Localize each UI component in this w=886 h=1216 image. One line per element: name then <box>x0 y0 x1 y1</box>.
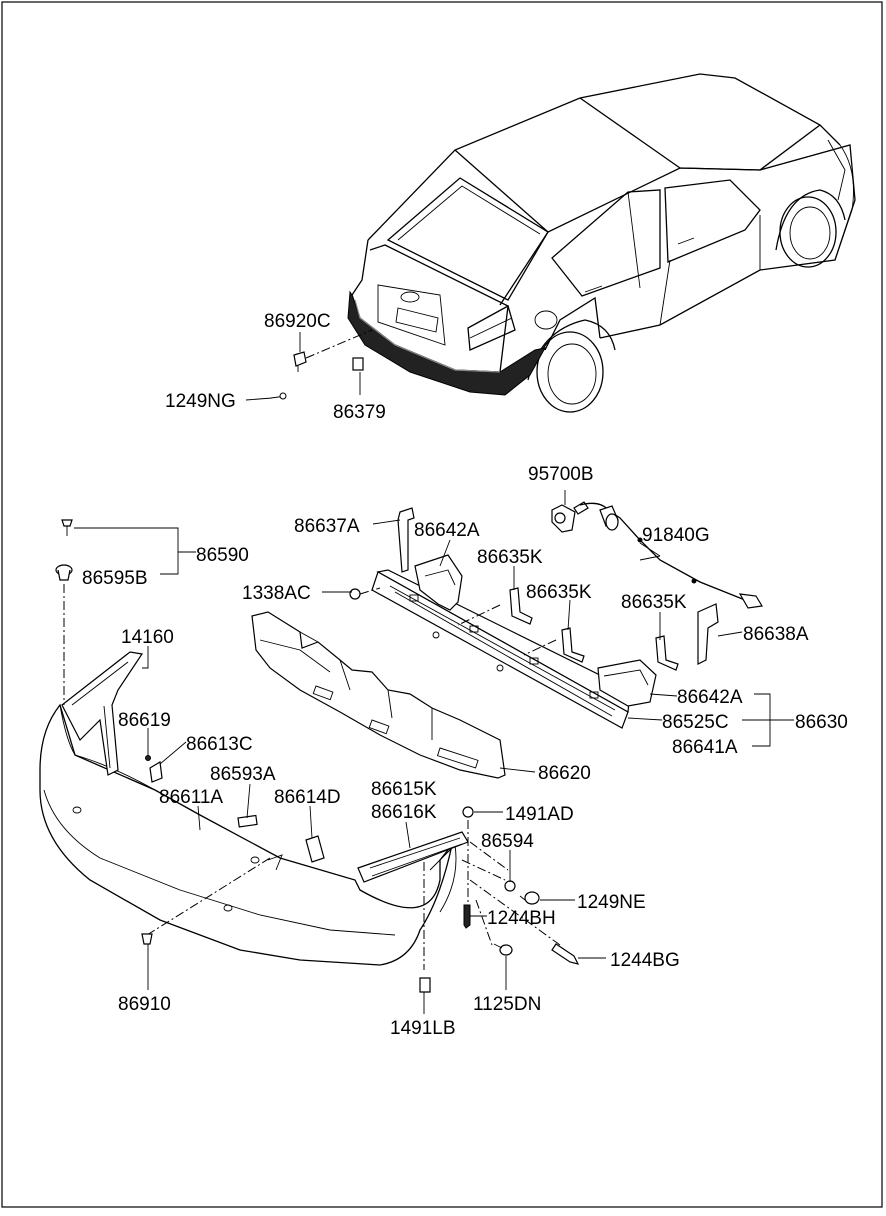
part-1338AC-nut <box>349 588 361 600</box>
label-86638A: 86638A <box>743 624 809 645</box>
label-1249NE: 1249NE <box>577 892 646 913</box>
part-86590-screw <box>61 519 73 536</box>
part-86642A-top-bracket <box>414 554 463 611</box>
car-illustration <box>347 73 856 413</box>
label-86594: 86594 <box>481 831 534 852</box>
label-86619: 86619 <box>118 710 171 731</box>
label-86611A: 86611A <box>159 787 223 808</box>
label-95700B: 95700B <box>528 464 594 485</box>
label-86635K-1: 86635K <box>477 547 543 568</box>
part-1491AD-clip <box>462 806 474 818</box>
part-86920C-clip <box>293 351 307 372</box>
leader-86920C <box>305 329 373 359</box>
label-1244BG: 1244BG <box>610 950 680 971</box>
part-1244BH-screw <box>463 904 471 929</box>
part-86638A-bracket <box>697 603 719 665</box>
label-86595B: 86595B <box>82 568 148 589</box>
label-1249NG: 1249NG <box>165 391 236 412</box>
label-86379: 86379 <box>333 402 386 423</box>
label-86620: 86620 <box>538 763 591 784</box>
label-14160: 14160 <box>121 627 174 648</box>
part-86613C-bracket <box>149 761 163 783</box>
part-1491LB-clip <box>419 977 431 993</box>
label-1338AC: 1338AC <box>242 583 311 604</box>
part-86594-nut <box>504 880 516 892</box>
label-86642A-top: 86642A <box>414 520 480 541</box>
part-86635K-clip-3 <box>655 635 679 671</box>
label-1125DN: 1125DN <box>473 994 541 1015</box>
label-86613C: 86613C <box>186 734 253 755</box>
label-leaders <box>74 519 794 1014</box>
label-86910: 86910 <box>118 994 171 1015</box>
label-86635K-3: 86635K <box>621 592 687 613</box>
label-86920C: 86920C <box>264 311 331 332</box>
part-1249NE-screw <box>519 891 540 905</box>
part-86910-clip <box>141 933 153 945</box>
part-86635K-clip-1 <box>509 587 533 625</box>
label-91840G: 91840G <box>642 525 710 546</box>
part-1244BG-screw <box>551 943 580 965</box>
label-86593A: 86593A <box>210 764 276 785</box>
part-86637A-bracket <box>397 507 415 573</box>
part-86379-pad <box>352 357 364 371</box>
part-86635K-clip-2 <box>561 627 585 663</box>
part-86614D-clip <box>305 835 325 863</box>
label-1491AD: 1491AD <box>505 804 574 825</box>
part-86593A-pad <box>237 814 258 828</box>
label-86641A: 86641A <box>672 737 738 758</box>
label-86642A-bottom: 86642A <box>677 687 743 708</box>
part-86620-absorber <box>251 611 506 779</box>
part-95700B-sensor <box>551 490 589 533</box>
label-86590: 86590 <box>196 545 249 566</box>
label-86637A: 86637A <box>294 516 360 537</box>
part-86595B-grommet <box>55 564 73 581</box>
label-86630: 86630 <box>795 712 848 733</box>
part-1249NG-screw <box>270 392 287 400</box>
label-86614D: 86614D <box>274 787 341 808</box>
part-86615K-center-bracket <box>357 831 469 883</box>
label-86616K: 86616K <box>371 802 437 823</box>
label-86615K: 86615K <box>371 779 437 800</box>
label-86635K-2: 86635K <box>526 582 592 603</box>
label-1491LB: 1491LB <box>390 1018 456 1039</box>
part-91840G-wiring <box>579 502 763 609</box>
part-86619-fastener <box>145 755 151 761</box>
part-14160-side-bracket <box>61 651 144 776</box>
part-1125DN-bolt <box>493 943 513 956</box>
label-86525C: 86525C <box>662 712 729 733</box>
label-1244BH: 1244BH <box>487 908 556 929</box>
part-86642A-bottom-bracket <box>597 659 657 707</box>
